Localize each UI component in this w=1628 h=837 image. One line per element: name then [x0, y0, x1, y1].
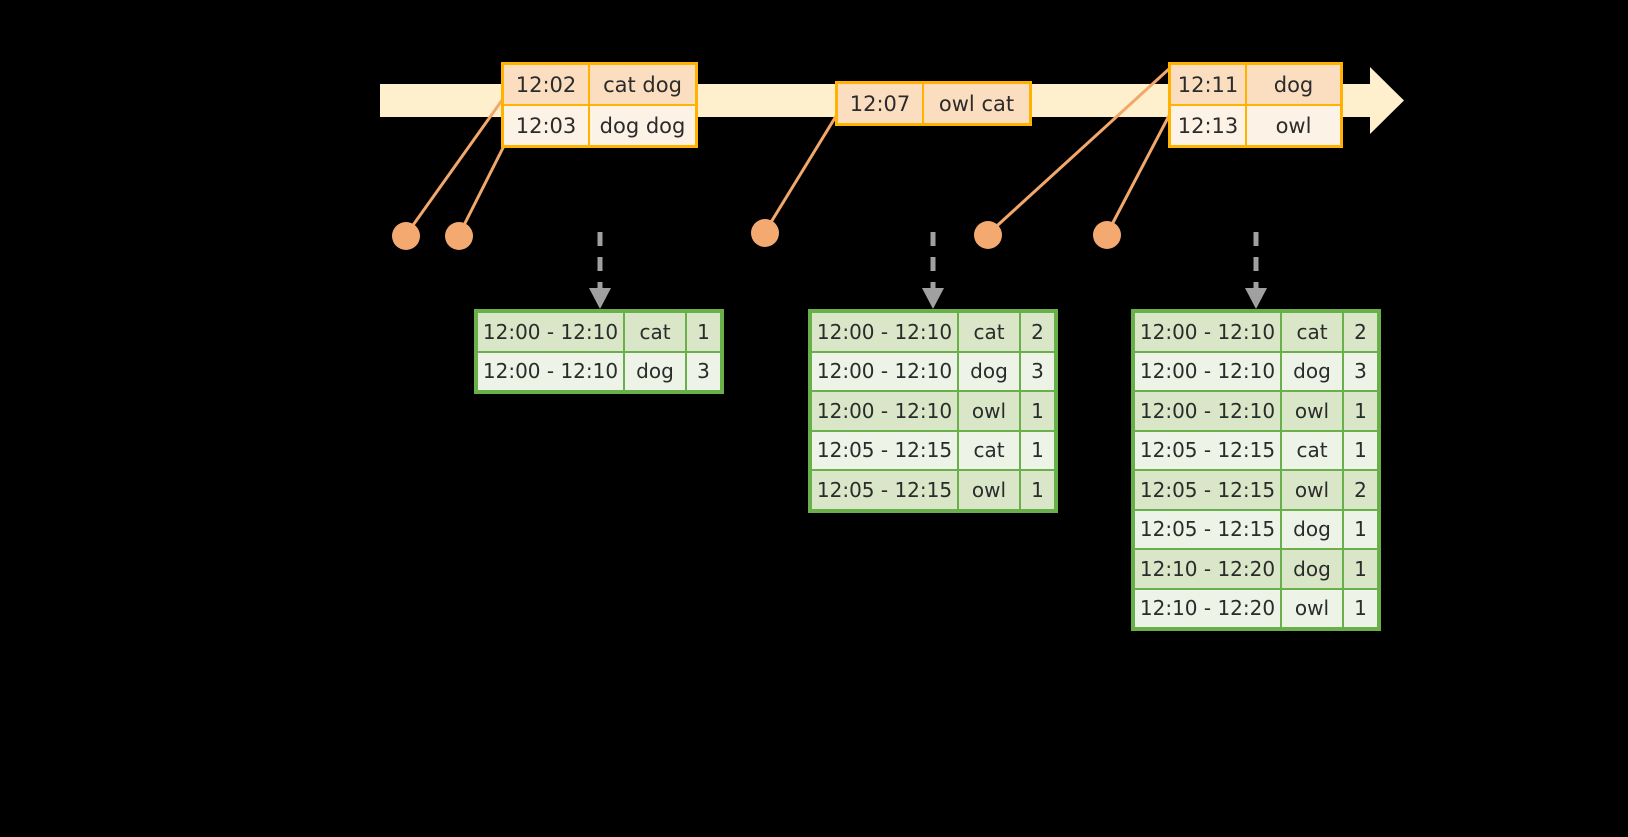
cell-word: cat	[959, 313, 1021, 351]
cell-count: 2	[1021, 313, 1054, 351]
event-box-group-3[interactable]: 12:11 dog 12:13 owl	[1168, 62, 1343, 148]
cell-window: 12:05 - 12:15	[1135, 510, 1282, 548]
cell-window: 12:00 - 12:10	[478, 352, 625, 390]
dashed-arrows	[589, 232, 1267, 309]
cell-word: dog	[1282, 352, 1344, 390]
event-row[interactable]: 12:13 owl	[1171, 104, 1340, 145]
cell-word: cat	[959, 431, 1021, 469]
cell-count: 3	[1021, 352, 1054, 390]
cell-count: 3	[1344, 352, 1377, 390]
event-time: 12:03	[504, 106, 590, 145]
cell-word: cat	[1282, 313, 1344, 351]
cell-window: 12:05 - 12:15	[812, 431, 959, 469]
cell-window: 12:05 - 12:15	[1135, 431, 1282, 469]
event-row[interactable]: 12:11 dog	[1171, 65, 1340, 104]
cell-word: owl	[959, 392, 1021, 430]
event-words: cat dog	[590, 65, 695, 104]
cell-word: cat	[625, 313, 687, 351]
event-dots	[392, 219, 1121, 250]
event-time: 12:13	[1171, 106, 1247, 145]
cell-count: 1	[1021, 392, 1054, 430]
cell-word: owl	[959, 471, 1021, 509]
cell-window: 12:00 - 12:10	[1135, 313, 1282, 351]
cell-word: owl	[1282, 589, 1344, 627]
event-box-group-2[interactable]: 12:07 owl cat	[835, 81, 1032, 126]
event-time: 12:11	[1171, 65, 1247, 104]
event-time: 12:02	[504, 65, 590, 104]
cell-word: dog	[625, 352, 687, 390]
cell-count: 1	[1344, 510, 1377, 548]
event-box-group-1[interactable]: 12:02 cat dog 12:03 dog dog	[501, 62, 698, 148]
cell-window: 12:00 - 12:10	[812, 313, 959, 351]
dot-event-12-03	[445, 222, 473, 250]
cell-count: 2	[1344, 471, 1377, 509]
cell-window: 12:05 - 12:15	[1135, 471, 1282, 509]
event-row[interactable]: 12:02 cat dog	[504, 65, 695, 104]
dot-event-12-13	[1093, 221, 1121, 249]
cell-count: 1	[1021, 431, 1054, 469]
cell-window: 12:00 - 12:10	[478, 313, 625, 351]
dashed-arrow-1	[589, 232, 611, 309]
cell-count: 3	[687, 352, 720, 390]
dashed-arrow-2	[922, 232, 944, 309]
cell-count: 1	[1344, 392, 1377, 430]
cell-window: 12:00 - 12:10	[1135, 392, 1282, 430]
cell-word: dog	[1282, 550, 1344, 588]
event-time: 12:07	[838, 84, 924, 123]
cell-window: 12:00 - 12:10	[1135, 352, 1282, 390]
cell-window: 12:00 - 12:10	[812, 352, 959, 390]
cell-word: owl	[1282, 471, 1344, 509]
dot-event-12-07	[751, 219, 779, 247]
dot-event-12-02	[392, 222, 420, 250]
event-row[interactable]: 12:07 owl cat	[838, 84, 1029, 123]
dashed-arrow-3	[1245, 232, 1267, 309]
cell-count: 1	[1021, 471, 1054, 509]
event-words: dog	[1247, 65, 1340, 104]
cell-word: dog	[1282, 510, 1344, 548]
cell-count: 1	[1344, 589, 1377, 627]
cell-count: 1	[1344, 550, 1377, 588]
cell-word: owl	[1282, 392, 1344, 430]
event-words: dog dog	[590, 106, 695, 145]
cell-word: dog	[959, 352, 1021, 390]
dot-event-12-11	[974, 221, 1002, 249]
event-row[interactable]: 12:03 dog dog	[504, 104, 695, 145]
cell-word: cat	[1282, 431, 1344, 469]
cell-window: 12:05 - 12:15	[812, 471, 959, 509]
cell-count: 1	[687, 313, 720, 351]
event-words: owl	[1247, 106, 1340, 145]
cell-window: 12:10 - 12:20	[1135, 589, 1282, 627]
event-words: owl cat	[924, 84, 1029, 123]
cell-count: 2	[1344, 313, 1377, 351]
cell-window: 12:10 - 12:20	[1135, 550, 1282, 588]
cell-count: 1	[1344, 431, 1377, 469]
cell-window: 12:00 - 12:10	[812, 392, 959, 430]
